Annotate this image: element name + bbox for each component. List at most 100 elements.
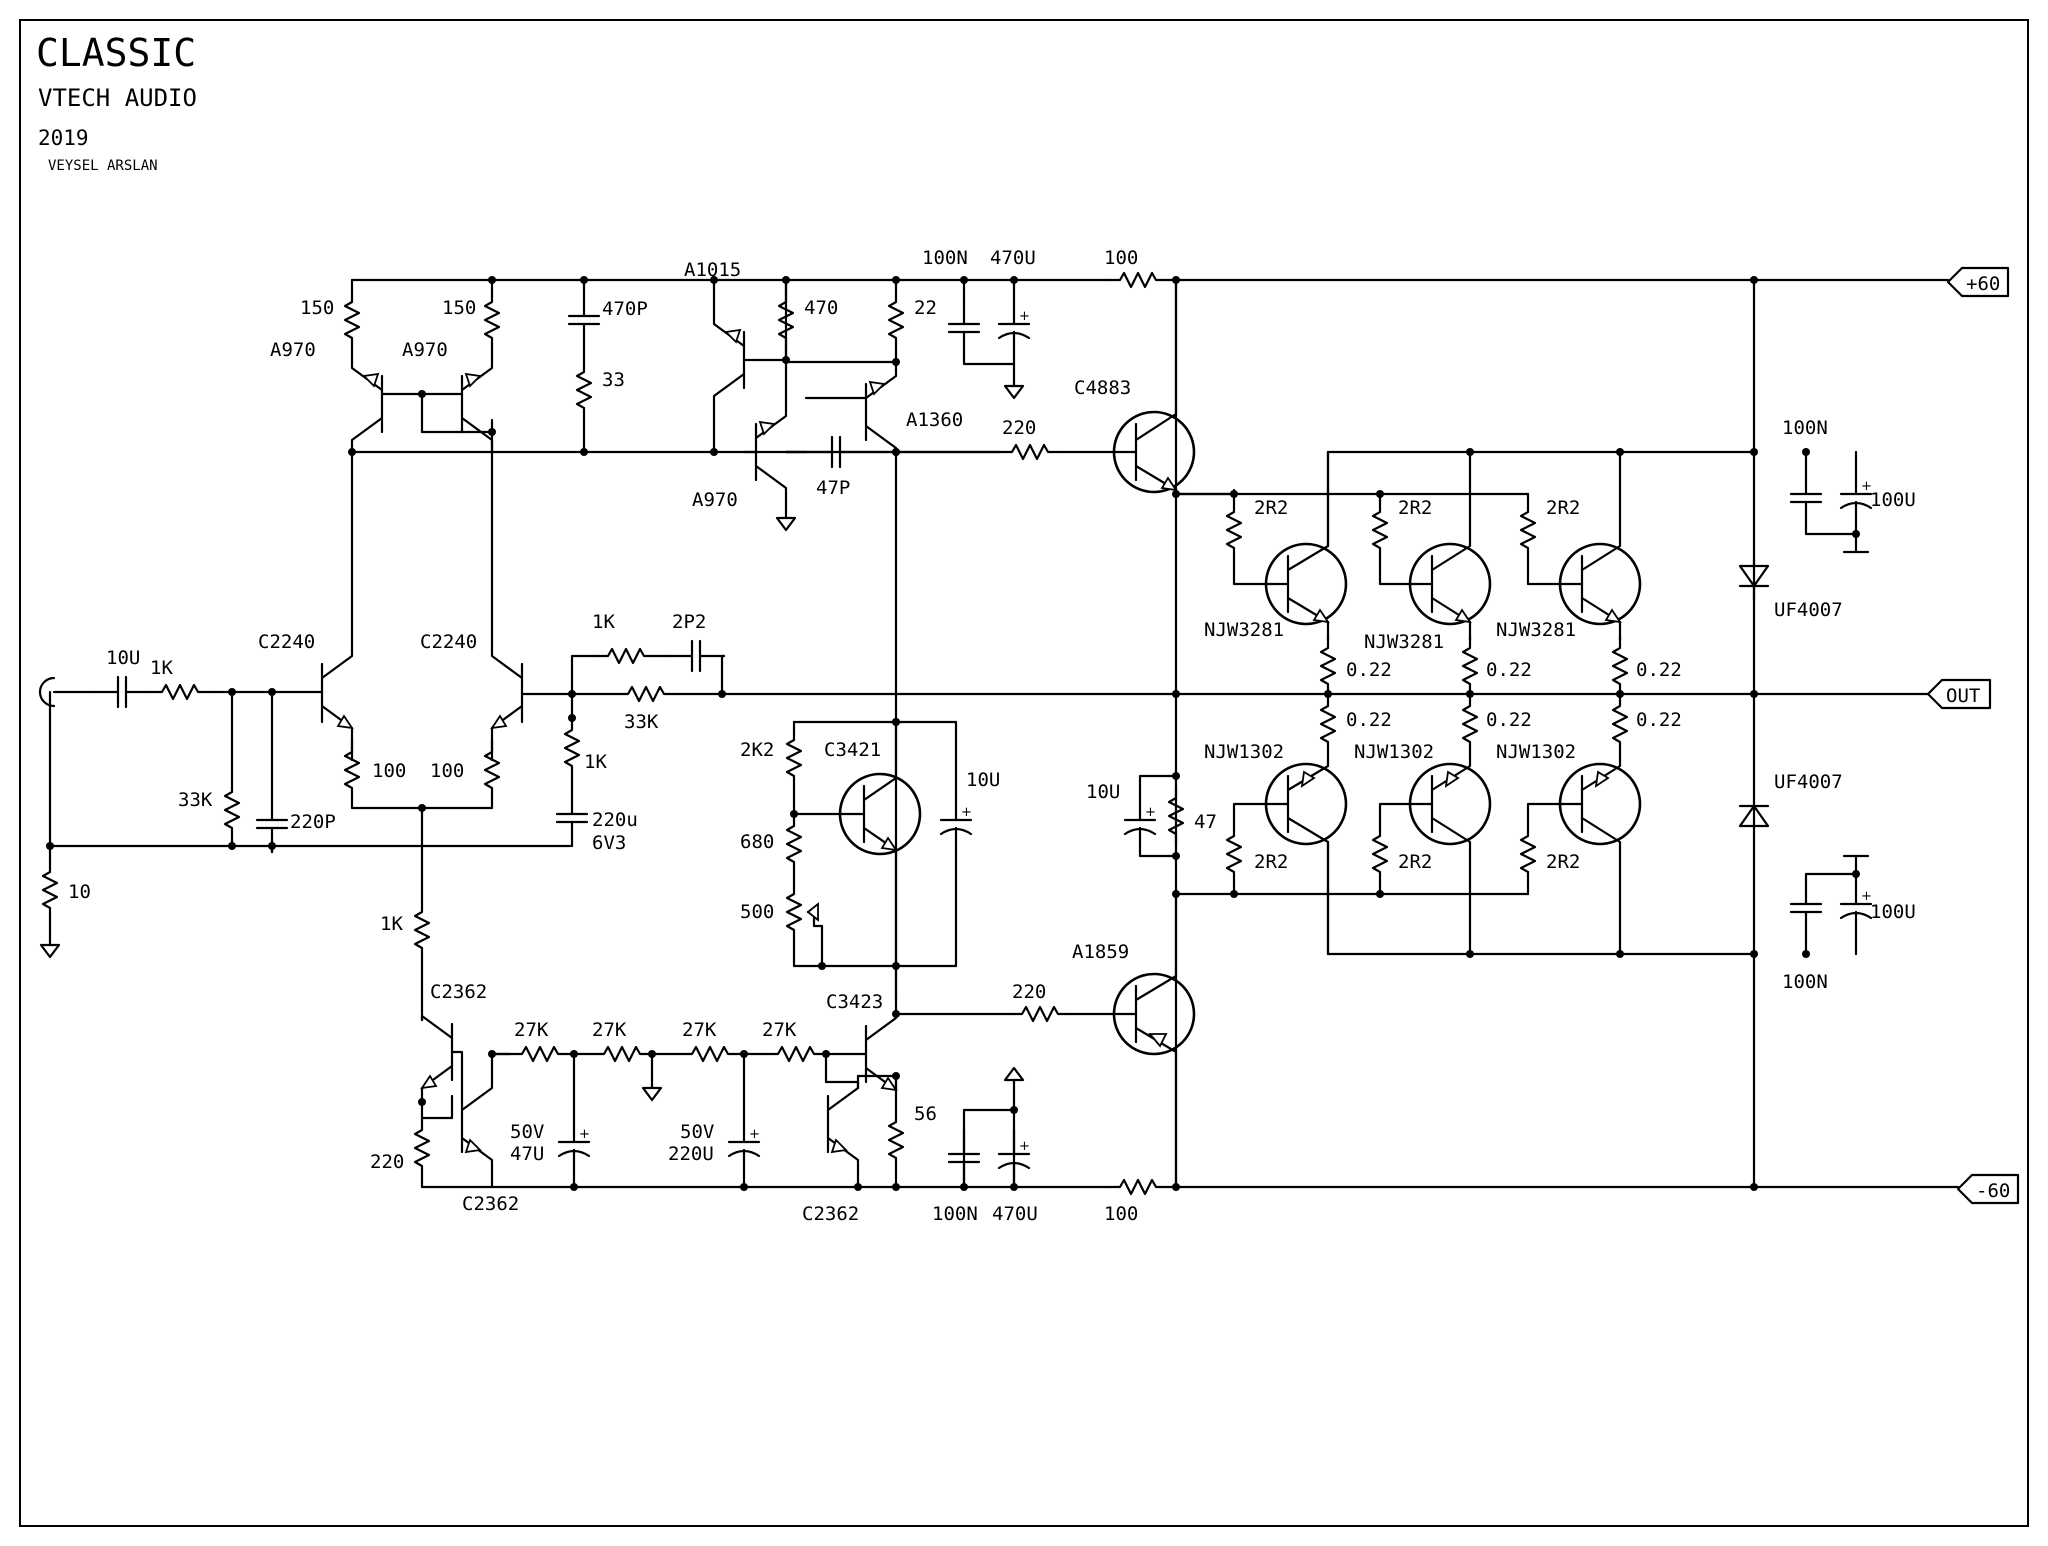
capacitor-470u-top [997, 298, 1032, 358]
svg-text:-60: -60 [1976, 1180, 2010, 1202]
svg-text:100N: 100N [932, 1203, 978, 1225]
capacitor-47u-50v [557, 1116, 592, 1176]
ground-icon-top [1003, 374, 1025, 400]
resistor-022-top-2 [1461, 634, 1479, 698]
svg-text:1K: 1K [380, 913, 403, 935]
svg-text:470P: 470P [602, 298, 648, 320]
resistor-1k-feedback-shunt [563, 716, 581, 780]
resistor-33 [575, 358, 593, 422]
svg-text:100: 100 [372, 760, 406, 782]
svg-text:47U: 47U [510, 1143, 544, 1165]
svg-text:2R2: 2R2 [1398, 497, 1432, 519]
svg-text:A970: A970 [692, 489, 738, 511]
capacitor-100u-right-bot [1839, 878, 1874, 938]
svg-text:6V3: 6V3 [592, 832, 626, 854]
svg-text:C2362: C2362 [430, 981, 487, 1003]
transistor-a1859[interactable] [1112, 892, 1196, 1189]
resistor-2r2-bot-1 [1225, 822, 1243, 886]
svg-text:1K: 1K [592, 611, 615, 633]
resistor-022-bot-3 [1611, 692, 1629, 756]
transistor-c2362-right [826, 1074, 860, 1189]
resistor-022-top-3 [1611, 634, 1629, 698]
svg-text:150: 150 [442, 297, 476, 319]
resistor-2k2 [785, 726, 803, 790]
svg-text:1K: 1K [584, 751, 607, 773]
resistor-1k-tail [413, 898, 431, 962]
resistor-22 [887, 288, 905, 352]
input-jack[interactable] [38, 675, 324, 709]
port-negative[interactable]: -60 [1956, 1173, 2020, 1205]
svg-text:2R2: 2R2 [1398, 851, 1432, 873]
svg-text:C3423: C3423 [826, 991, 883, 1013]
resistor-150-right [483, 288, 501, 352]
year-text: 2019 [38, 126, 89, 150]
transistor-c2240-left [320, 448, 354, 762]
svg-text:33K: 33K [624, 711, 659, 733]
port-positive[interactable]: +60 [1946, 266, 2010, 298]
capacitor-100n-top [947, 298, 981, 358]
resistor-220-driver-bot [1008, 1005, 1072, 1023]
svg-text:27K: 27K [682, 1019, 717, 1041]
svg-text:UF4007: UF4007 [1774, 771, 1843, 793]
svg-text:0.22: 0.22 [1346, 659, 1392, 681]
ground-icon-vas [775, 506, 797, 532]
transistor-njw3281-2[interactable] [1408, 450, 1492, 642]
svg-text:1K: 1K [150, 657, 173, 679]
resistor-100-emitter-left [343, 738, 361, 802]
svg-text:2P2: 2P2 [672, 611, 706, 633]
svg-text:A1015: A1015 [684, 259, 741, 281]
svg-text:100U: 100U [1870, 489, 1916, 511]
transistor-njw3281-3[interactable] [1558, 450, 1642, 642]
capacitor-220u-50v [727, 1116, 762, 1176]
svg-text:A1360: A1360 [906, 409, 963, 431]
transistor-a970-right [460, 358, 494, 454]
capacitor-10u-vbe [939, 794, 974, 854]
svg-text:2R2: 2R2 [1546, 497, 1580, 519]
svg-text:C2240: C2240 [420, 631, 477, 653]
svg-text:470U: 470U [992, 1203, 1038, 1225]
svg-text:2R2: 2R2 [1254, 497, 1288, 519]
ground-icon [39, 933, 61, 959]
svg-text:27K: 27K [514, 1019, 549, 1041]
svg-text:UF4007: UF4007 [1774, 599, 1843, 621]
svg-text:C2240: C2240 [258, 631, 315, 653]
svg-text:680: 680 [740, 831, 774, 853]
transistor-njw3281-1[interactable] [1264, 450, 1348, 642]
svg-text:NJW1302: NJW1302 [1354, 741, 1434, 763]
svg-text:100U: 100U [1870, 901, 1916, 923]
port-output[interactable]: OUT [1926, 678, 1992, 710]
resistor-33k-feedback [614, 685, 678, 703]
svg-text:50V: 50V [510, 1121, 544, 1143]
resistor-2r2-bot-2 [1371, 822, 1389, 886]
svg-text:220U: 220U [668, 1143, 714, 1165]
svg-text:10: 10 [68, 881, 91, 903]
svg-text:27K: 27K [762, 1019, 797, 1041]
author-text: VEYSEL ARSLAN [48, 158, 158, 174]
svg-text:100N: 100N [922, 247, 968, 269]
svg-text:500: 500 [740, 901, 774, 923]
svg-text:NJW3281: NJW3281 [1204, 619, 1284, 641]
resistor-022-bot-2 [1461, 692, 1479, 756]
svg-text:100: 100 [1104, 1203, 1138, 1225]
resistor-2r2-bot-3 [1519, 822, 1537, 886]
ground-icon-ccs [641, 1076, 663, 1102]
company-text: VTECH AUDIO [38, 84, 197, 112]
resistor-150-left [343, 288, 361, 352]
svg-text:0.22: 0.22 [1346, 709, 1392, 731]
svg-text:47: 47 [1194, 811, 1217, 833]
ground-icon-bot [1003, 1066, 1025, 1092]
potentiometer-500[interactable] [785, 880, 803, 944]
capacitor-220u-6v3 [555, 788, 589, 848]
svg-text:A970: A970 [270, 339, 316, 361]
transistor-c2362-top [420, 1014, 454, 1104]
drawing-frame [19, 19, 2029, 1527]
capacitor-470p [567, 290, 601, 350]
resistor-27k-3 [678, 1045, 742, 1063]
rail-negative [420, 1178, 1960, 1196]
capacitor-2p2 [666, 639, 726, 673]
transistor-c2362-left [460, 1052, 494, 1189]
resistor-220-driver-top [998, 443, 1062, 461]
svg-text:100N: 100N [1782, 971, 1828, 993]
svg-text:470: 470 [804, 297, 838, 319]
transistor-c3421[interactable] [792, 720, 922, 968]
